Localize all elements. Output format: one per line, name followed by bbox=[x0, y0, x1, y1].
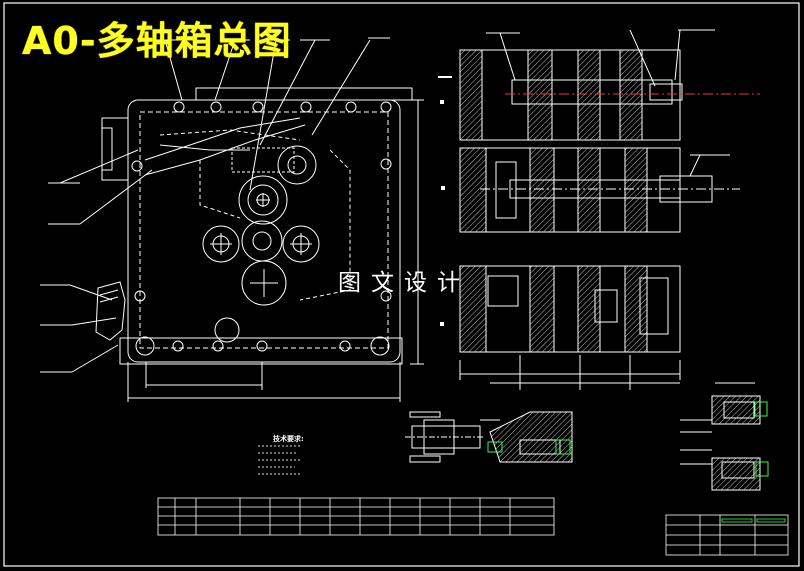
title-block bbox=[665, 514, 789, 556]
detail-views bbox=[405, 382, 769, 491]
section-view-bottom bbox=[459, 265, 681, 390]
watermark: 图文设计 bbox=[338, 270, 470, 296]
drawing-border bbox=[3, 2, 800, 567]
tech-requirements-text bbox=[258, 445, 300, 475]
section-view-top bbox=[459, 29, 760, 141]
section-view-middle bbox=[459, 147, 740, 233]
drawing-title: A0-多轴箱总图 bbox=[22, 19, 292, 63]
front-view bbox=[40, 37, 424, 402]
tech-requirements-heading: 技术要求: bbox=[273, 435, 304, 443]
markers bbox=[438, 76, 452, 326]
parts-list-table bbox=[157, 497, 555, 536]
